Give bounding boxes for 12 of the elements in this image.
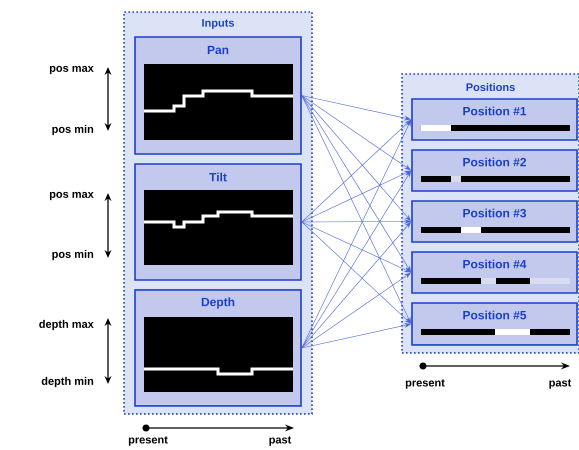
axis-label: depth max [39,320,94,330]
axis-label: depth min [42,376,94,388]
axis-label: pos min [52,250,94,260]
axis-label: past [269,436,292,446]
axis-label: pos max [50,66,94,74]
axis-label: pos min [52,124,94,136]
axis-label: pos max [50,192,94,200]
axis-label: present [406,379,445,389]
axis-label: past [549,379,572,389]
arrow [302,95,412,272]
axis-label: present [128,436,168,446]
arrow [302,170,412,348]
